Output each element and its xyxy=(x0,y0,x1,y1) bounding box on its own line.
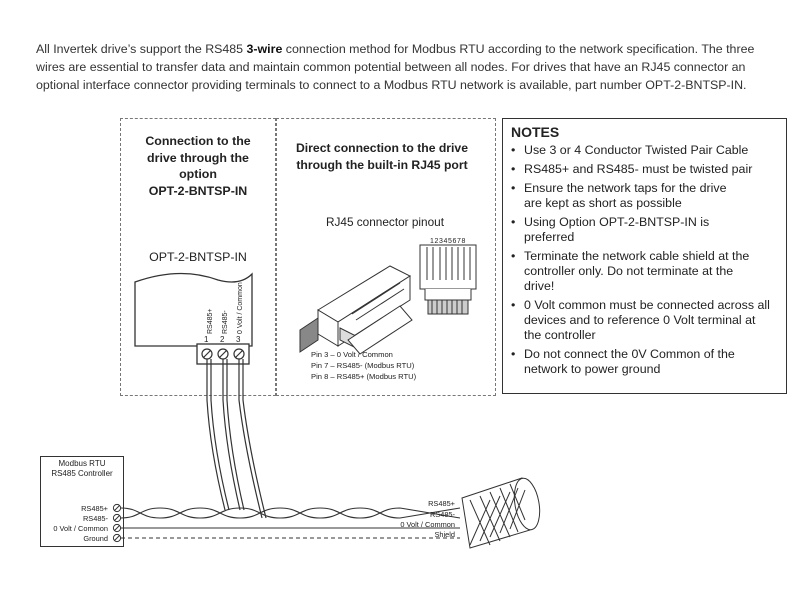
option-module-shape xyxy=(134,272,253,347)
controller-title: Modbus RTU RS485 Controller xyxy=(40,459,124,479)
intro-paragraph: All Invertek drive’s support the RS485 3… xyxy=(36,40,776,94)
bus-cable xyxy=(120,507,461,539)
controller-terminal-label: RS485+ xyxy=(81,504,108,513)
controller-terminal-label: Ground xyxy=(83,534,108,543)
option-heading-line: OPT-2-BNTSP-IN xyxy=(148,183,248,198)
cable-label: 0 Volt / Common xyxy=(400,520,455,529)
rj45-plug-drawing xyxy=(299,265,413,355)
rj45-connection-box xyxy=(276,118,496,396)
terminal-label-0v: 0 Volt / Common xyxy=(237,282,244,334)
option-connection-box xyxy=(120,118,276,396)
controller-title-line: Modbus RTU xyxy=(58,459,106,468)
option-module-label: OPT-2-BNTSP-IN xyxy=(149,250,247,264)
note-item: Use 3 or 4 Conductor Twisted Pair Cable xyxy=(508,143,783,158)
rj45-pin-numbers: 12345678 xyxy=(430,238,466,245)
note-item: Do not connect the 0V Common of the netw… xyxy=(508,347,759,377)
controller-terminal-label: RS485- xyxy=(82,514,108,523)
notes-box xyxy=(502,118,787,394)
rj45-front-drawing xyxy=(419,244,477,315)
controller-terminal-label: 0 Volt / Common xyxy=(53,524,108,533)
terminal-label-rs485p: RS485+ xyxy=(207,309,214,335)
cable-label: RS485+ xyxy=(428,499,455,508)
note-item: 0 Volt common must be connected across a… xyxy=(508,298,774,343)
rj45-pin-note: Pin 8 – RS485+ (Modbus RTU) xyxy=(311,372,417,381)
terminal-screws xyxy=(201,348,245,360)
option-heading-line: Connection to the xyxy=(145,134,251,148)
terminal-number-3: 3 xyxy=(236,335,241,344)
note-item: Ensure the network taps for the drive ar… xyxy=(508,181,734,211)
option-heading-line: option xyxy=(179,167,217,181)
cable-label: Shield xyxy=(434,530,455,539)
intro-text-1: All Invertek drive’s support the RS485 xyxy=(36,42,247,56)
terminal-label-rs485n: RS485- xyxy=(222,310,229,334)
rj45-pin-note: Pin 3 – 0 Volt / Common xyxy=(311,350,393,359)
note-item: Terminate the network cable shield at th… xyxy=(508,249,764,294)
notes-title: NOTES xyxy=(511,124,560,140)
intro-bold-3wire: 3-wire xyxy=(246,42,283,56)
rj45-pin-note: Pin 7 – RS485- (Modbus RTU) xyxy=(311,361,415,370)
drive-tap-wires xyxy=(206,359,267,519)
option-heading-line: drive through the xyxy=(147,150,249,165)
note-item: RS485+ and RS485- must be twisted pair xyxy=(508,162,783,177)
notes-list: Use 3 or 4 Conductor Twisted Pair Cable … xyxy=(508,143,783,381)
note-item: Using Option OPT-2-BNTSP-IN is preferred xyxy=(508,215,724,245)
terminal-number-2: 2 xyxy=(220,335,225,344)
cable-label: RS485- xyxy=(429,510,455,519)
shielded-cable-end xyxy=(461,477,541,549)
controller-terminals xyxy=(112,503,122,543)
rj45-heading-line: Direct connection to the drive xyxy=(295,141,468,155)
option-heading: Connection to the drive through the opti… xyxy=(122,133,274,199)
controller-title-line: RS485 Controller xyxy=(51,469,113,478)
intro-text-2: connection method for Modbus RTU accordi… xyxy=(36,42,755,92)
terminal-number-1: 1 xyxy=(204,335,209,344)
rj45-heading-line: through the built-in RJ45 port xyxy=(296,158,468,172)
rj45-pinout-label: RJ45 connector pinout xyxy=(325,215,445,229)
controller-box xyxy=(40,456,124,547)
rj45-heading: Direct connection to the drive through t… xyxy=(282,140,482,174)
